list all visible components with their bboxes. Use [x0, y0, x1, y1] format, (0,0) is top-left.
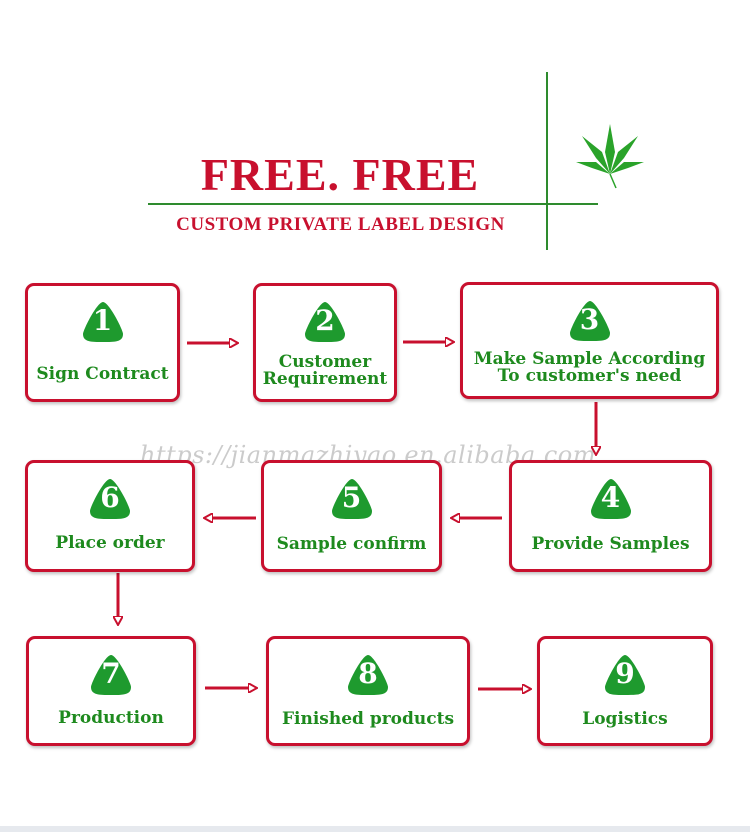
step-label: Provide Samples: [512, 536, 709, 553]
step-4-box: 4 Provide Samples: [509, 460, 712, 572]
step-badge: 1: [81, 300, 125, 344]
step-number: 4: [589, 481, 633, 514]
step-label: Finished products: [269, 711, 467, 728]
step-number: 1: [81, 304, 125, 337]
step-number: 9: [603, 657, 647, 690]
step-label: Logistics: [540, 711, 710, 728]
step-7-box: 7 Production: [26, 636, 196, 746]
step-badge: 7: [89, 653, 133, 697]
step-label: Sample confirm: [264, 536, 439, 553]
step-badge: 8: [346, 653, 390, 697]
step-badge: 6: [88, 477, 132, 521]
step-number: 2: [303, 304, 347, 337]
step-badge: 3: [568, 299, 612, 343]
step-badge: 5: [330, 477, 374, 521]
step-number: 3: [568, 303, 612, 336]
step-6-box: 6 Place order: [25, 460, 195, 572]
step-8-box: 8 Finished products: [266, 636, 470, 746]
step-9-box: 9 Logistics: [537, 636, 713, 746]
step-badge: 9: [603, 653, 647, 697]
step-number: 5: [330, 481, 374, 514]
step-label: Sign Contract: [28, 366, 177, 383]
step-number: 6: [88, 481, 132, 514]
step-number: 8: [346, 657, 390, 690]
bottom-divider: [0, 826, 750, 832]
step-badge: 2: [303, 300, 347, 344]
step-1-box: 1 Sign Contract: [25, 283, 180, 402]
step-5-box: 5 Sample confirm: [261, 460, 442, 572]
step-badge: 4: [589, 477, 633, 521]
step-label: Production: [29, 710, 193, 727]
step-number: 7: [89, 657, 133, 690]
step-label: Place order: [28, 535, 192, 552]
